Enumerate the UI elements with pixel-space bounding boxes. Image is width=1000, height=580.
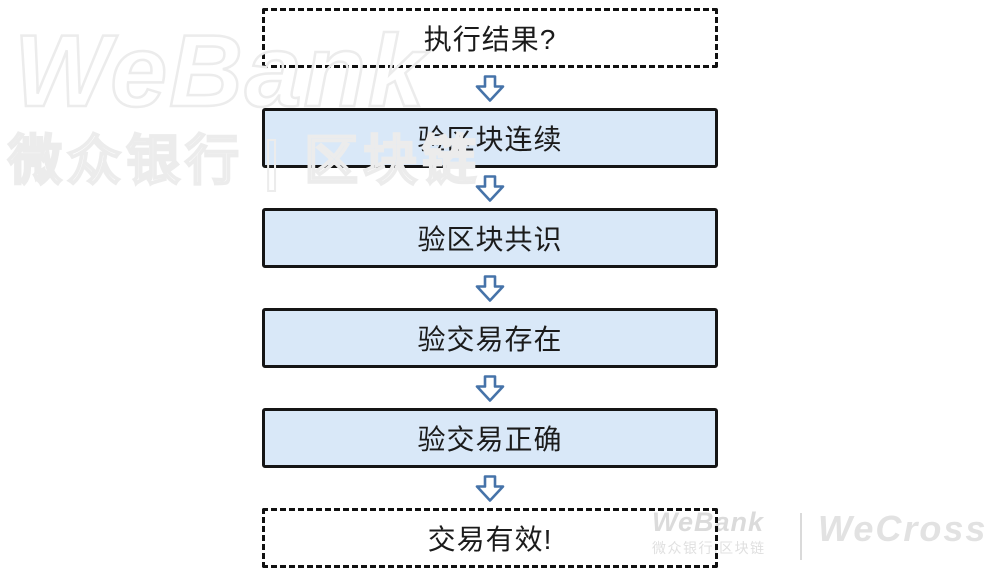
flow-node-verify-block-continuity: 验区块连续 bbox=[262, 108, 718, 168]
arrow-row bbox=[262, 468, 718, 508]
flow-node-start: 执行结果? bbox=[262, 8, 718, 68]
flow-node-end: 交易有效! bbox=[262, 508, 718, 568]
wecross-logo: WeCross bbox=[818, 508, 988, 549]
logo-divider bbox=[800, 513, 802, 560]
arrow-row bbox=[262, 168, 718, 208]
webank-logo: WeBank 微众银行|区块链 bbox=[652, 507, 766, 556]
flow-node-verify-transaction-existence: 验交易存在 bbox=[262, 308, 718, 368]
arrow-row bbox=[262, 68, 718, 108]
down-arrow-icon bbox=[475, 174, 505, 202]
webank-logo-subtitle: 微众银行|区块链 bbox=[652, 540, 766, 556]
flowchart: 执行结果? 验区块连续 验区块共识 验交易存在 验交易正确 bbox=[262, 8, 718, 568]
down-arrow-icon bbox=[475, 374, 505, 402]
arrow-row bbox=[262, 368, 718, 408]
flow-node-verify-transaction-correctness: 验交易正确 bbox=[262, 408, 718, 468]
flow-node-verify-block-consensus: 验区块共识 bbox=[262, 208, 718, 268]
webank-logo-name: WeBank bbox=[652, 507, 765, 537]
arrow-row bbox=[262, 268, 718, 308]
down-arrow-icon bbox=[475, 274, 505, 302]
down-arrow-icon bbox=[475, 474, 505, 502]
down-arrow-icon bbox=[475, 74, 505, 102]
